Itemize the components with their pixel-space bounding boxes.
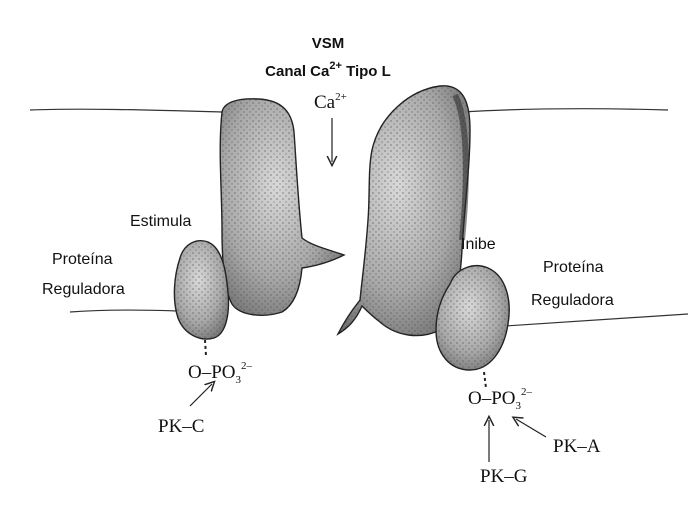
right-protein-label-line1: Proteína xyxy=(543,259,604,276)
membrane-outer-line-right xyxy=(462,109,668,112)
kinase-pkc-label: PK–C xyxy=(158,416,204,437)
left-phosphate-label: O–PO32– xyxy=(188,360,253,386)
left-action-label: Estimula xyxy=(130,213,191,230)
right-phosphate-label: O–PO32– xyxy=(468,386,533,412)
left-protein-label-line2: Reguladora xyxy=(42,281,125,298)
pkc-arrow xyxy=(190,384,212,406)
right-protein-label-line2: Reguladora xyxy=(531,292,614,309)
pka-arrow xyxy=(516,419,546,437)
left-protein-label-line1: Proteína xyxy=(52,251,113,268)
membrane-outer-line-left xyxy=(30,109,222,112)
ion-label: Ca2+ xyxy=(314,91,347,113)
membrane-inner-line-left xyxy=(70,310,178,312)
title-vsm: VSM xyxy=(312,35,345,52)
kinase-pka-label: PK–A xyxy=(553,436,601,457)
right-action-label: Inibe xyxy=(461,236,496,253)
left-channel-subunit xyxy=(220,99,344,315)
right-phosphate-bond xyxy=(484,372,486,388)
left-phosphate-bond xyxy=(205,340,206,356)
kinase-pkg-label: PK–G xyxy=(480,466,528,487)
left-regulatory-protein xyxy=(174,241,228,339)
title-channel: Canal Ca2+ Tipo L xyxy=(265,60,391,80)
membrane-inner-line-right xyxy=(505,314,688,326)
